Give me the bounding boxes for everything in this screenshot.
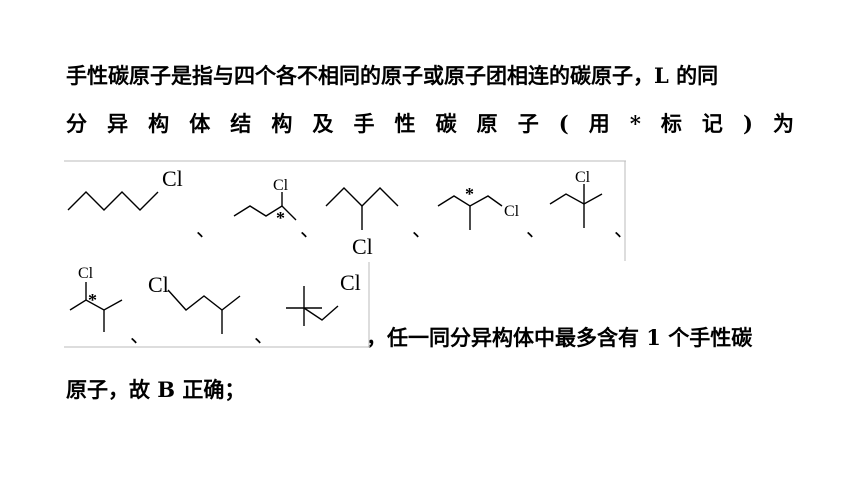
line2-char: 构 (148, 111, 170, 136)
cl-label: Cl (340, 270, 361, 295)
structure-8 (286, 286, 339, 326)
line2-char: 构 (271, 111, 293, 136)
structure-7 (167, 289, 241, 334)
line2-char: 分 (66, 111, 87, 136)
text-line-3: ，任一同分异构体中最多含有 1 个手性碳 (366, 325, 753, 350)
structure-4 (437, 195, 503, 230)
line2-char: ( (558, 111, 569, 136)
separator: 、 (614, 219, 634, 241)
line2-char: * (629, 111, 641, 136)
structure-1 (67, 191, 159, 211)
separator: 、 (412, 219, 432, 241)
chiral-mark: * (88, 290, 97, 310)
structure-2 (233, 192, 297, 221)
line2-char: 性 (394, 111, 416, 136)
line2-char: 及 (312, 111, 334, 136)
chiral-mark: * (465, 184, 474, 204)
cl-label: Cl (148, 272, 169, 297)
line2-char: 原 (476, 111, 498, 136)
text-line-2: 分异构体结构及手性碳原子(用*标记)为 (66, 110, 794, 138)
line2-char: 标 (660, 111, 682, 136)
line2-char: 子 (517, 111, 539, 136)
cl-label: Cl (352, 234, 373, 259)
structure-3 (325, 187, 399, 230)
cl-label: Cl (504, 203, 520, 220)
line2-char: 结 (230, 111, 252, 136)
separator: 、 (300, 219, 320, 241)
separator: 、 (130, 325, 150, 347)
text-line-4: 原子，故 B 正确； (66, 377, 246, 402)
chiral-mark: * (276, 208, 285, 228)
separator: 、 (526, 219, 546, 241)
structure-5 (549, 184, 603, 228)
structure-6 (69, 282, 123, 332)
line2-char: 手 (353, 111, 375, 136)
line2-char: ) (742, 111, 753, 136)
line2-char: 为 (772, 111, 794, 136)
isomer-structures-row-1: Cl 、 Cl * 、 Cl 、 * Cl 、 Cl 、 (64, 160, 634, 261)
cl-label: Cl (162, 166, 183, 191)
line2-char: 体 (189, 111, 211, 136)
cl-label: Cl (78, 265, 94, 282)
line2-char: 记 (701, 111, 723, 136)
separator: 、 (196, 219, 216, 241)
isomer-structures-row-2: Cl * 、 Cl 、 Cl (64, 262, 370, 348)
line2-char: 异 (107, 111, 129, 136)
cl-label: Cl (273, 177, 289, 194)
line2-char: 碳 (435, 111, 457, 136)
cl-label: Cl (575, 169, 591, 186)
text-line-1: 手性碳原子是指与四个各不相同的原子或原子团相连的碳原子，L 的同 (66, 63, 719, 88)
line2-char: 用 (588, 111, 610, 136)
separator: 、 (254, 325, 274, 347)
